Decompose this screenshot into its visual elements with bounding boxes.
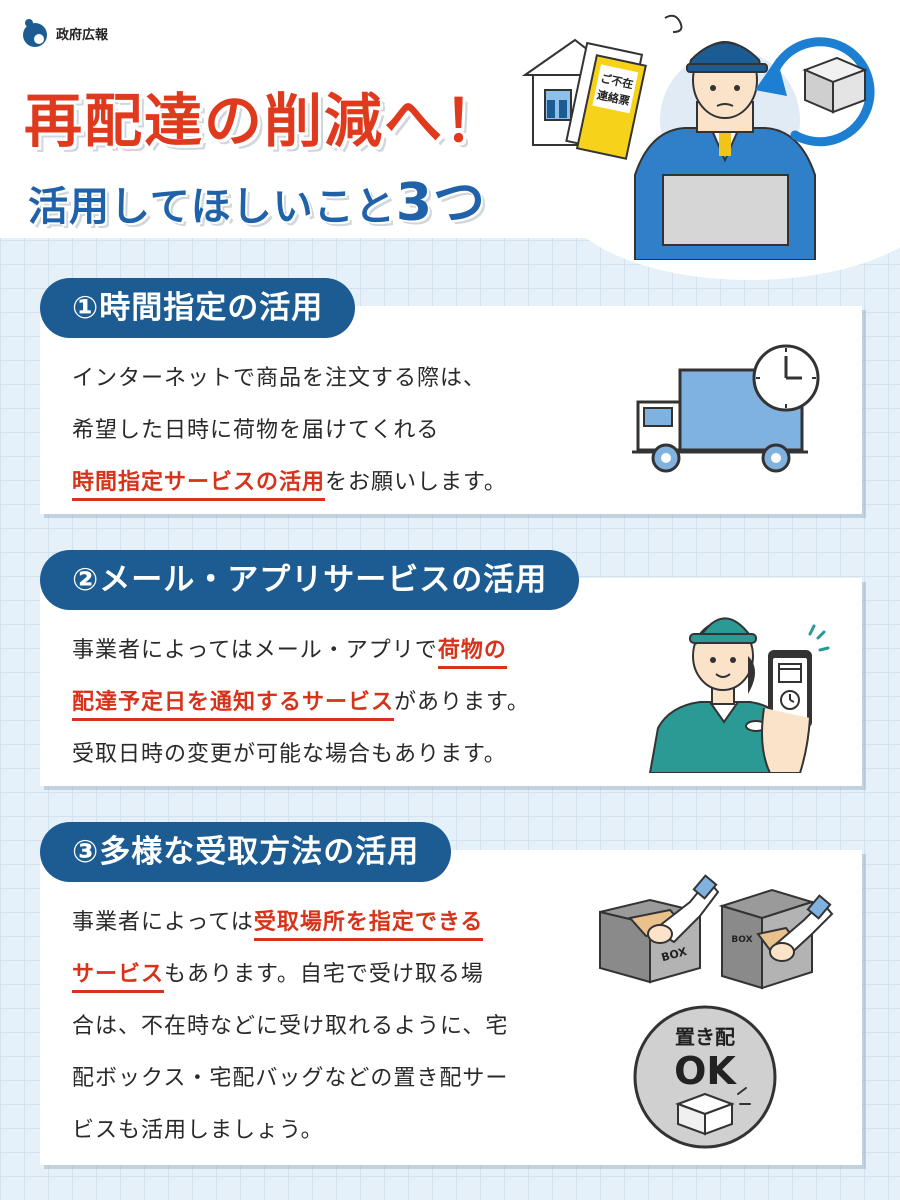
delivery-box-options-icon: BOX BOX 置き配 OK bbox=[599, 874, 834, 1149]
section-2-line-2: 配達予定日を通知するサービスがあります。 bbox=[72, 677, 530, 729]
section-2-line-2-rest: があります。 bbox=[394, 690, 530, 715]
section-1-line-3-rest: をお願いします。 bbox=[325, 470, 507, 495]
subtitle-count: 3つ bbox=[395, 173, 486, 233]
highlight-package: 荷物の bbox=[437, 638, 507, 669]
page-subtitle: 活用してほしいこと3つ bbox=[28, 160, 486, 235]
section-3-line-1: 事業者によっては受取場所を指定できる bbox=[72, 897, 508, 949]
highlight-time-designation-service: 時間指定サービスの活用 bbox=[72, 470, 326, 501]
section-3-body: 事業者によっては受取場所を指定できる サービスもあります。自宅で受け取る場 合は… bbox=[72, 897, 508, 1157]
org-name: 政府広報 bbox=[56, 27, 109, 43]
highlight-receive-location: 受取場所を指定できる bbox=[253, 910, 484, 941]
section-3-line-4: 配ボックス・宅配バッグなどの置き配サー bbox=[72, 1066, 509, 1091]
section-2-line-1-plain: 事業者によってはメール・アプリで bbox=[72, 638, 438, 663]
section-1-line-2: 希望した日時に荷物を届けてくれる bbox=[72, 418, 440, 443]
section-3-line-2: サービスもあります。自宅で受け取る場 bbox=[72, 949, 508, 1001]
notice-slip-line1: ご不在 bbox=[599, 71, 634, 92]
absence-notice-slip-icon: ご不在 連絡票 bbox=[565, 41, 647, 160]
section-3-line-2-rest: もあります。自宅で受け取る場 bbox=[164, 962, 484, 987]
box-label-right: BOX bbox=[731, 935, 752, 945]
ok-label: OK bbox=[674, 1049, 737, 1093]
notice-slip-line2: 連絡票 bbox=[596, 87, 631, 108]
okihai-ok-badge: 置き配 OK bbox=[633, 1005, 777, 1149]
return-arrow-icon bbox=[755, 37, 875, 147]
section-2-body: 事業者によってはメール・アプリで荷物の 配達予定日を通知するサービスがあります。… bbox=[72, 625, 530, 781]
highlight-service: サービス bbox=[72, 962, 165, 993]
section-1-body: インターネットで商品を注文する際は、 希望した日時に荷物を届けてくれる 時間指定… bbox=[72, 353, 507, 509]
section-title-receive-methods: ③多様な受取方法の活用 bbox=[40, 822, 452, 882]
page-title: 再配達の削減へ！ bbox=[24, 87, 505, 155]
courier-with-smartphone-icon bbox=[648, 617, 830, 773]
section-3-line-3: 合は、不在時などに受け取れるように、宅 bbox=[72, 1014, 509, 1039]
delivery-box-icon: BOX bbox=[599, 874, 720, 984]
redelivery-courier-illustration: ご不在 連絡票 bbox=[521, 14, 875, 260]
government-logo-icon bbox=[23, 19, 47, 47]
section-3-line-1-plain: 事業者によっては bbox=[72, 910, 254, 935]
section-title-mail-app: ②メール・アプリサービスの活用 bbox=[40, 550, 580, 610]
delivery-truck-clock-icon bbox=[632, 344, 820, 473]
worried-courier-icon bbox=[634, 14, 816, 260]
delivery-locker-icon: BOX bbox=[718, 888, 834, 990]
section-2-line-1: 事業者によってはメール・アプリで荷物の bbox=[72, 625, 530, 677]
government-pr-logo: 政府広報 bbox=[20, 18, 108, 48]
section-3-line-5: ビスも活用しましょう。 bbox=[72, 1118, 324, 1143]
subtitle-text: 活用してほしいこと bbox=[28, 184, 396, 230]
okihai-label: 置き配 bbox=[675, 1025, 735, 1049]
section-2-line-3: 受取日時の変更が可能な場合もあります。 bbox=[72, 742, 507, 767]
section-1-line-1: インターネットで商品を注文する際は、 bbox=[72, 366, 487, 391]
highlight-notification-service: 配達予定日を通知するサービス bbox=[72, 690, 395, 721]
section-title-time-designation: ①時間指定の活用 bbox=[40, 278, 356, 338]
section-1-line-3: 時間指定サービスの活用をお願いします。 bbox=[72, 457, 507, 509]
